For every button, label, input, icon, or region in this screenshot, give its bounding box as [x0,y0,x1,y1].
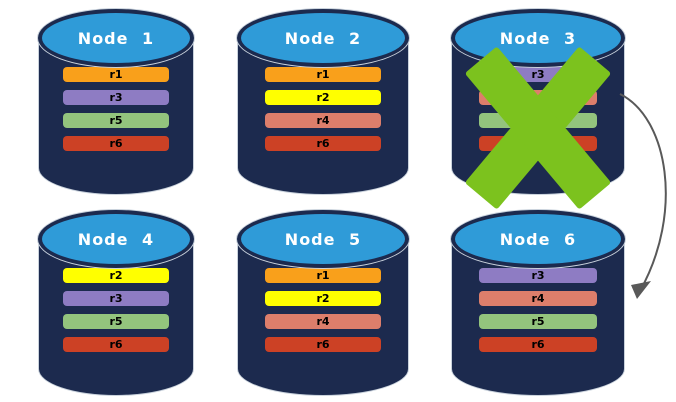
replica-row-r6: r6 [62,337,170,352]
replica-row-r3: r3 [478,67,598,82]
node-4: r2 r3 r5 r6 Node 4 [38,210,194,396]
replica-row-r2: r2 [62,268,170,283]
replica-row-r6: r6 [264,337,382,352]
replica-row-r5: r5 [478,113,598,128]
node-5: r1 r2 r4 r6 Node 5 [237,210,409,396]
replica-row-r6: r6 [264,136,382,151]
replica-row-r6: r6 [62,136,170,151]
replica-row-list: r3 r4 r5 r6 [478,67,598,151]
cylinder-top: Node 2 [237,9,409,67]
replica-row-r2: r2 [264,291,382,306]
replica-row-r4: r4 [478,90,598,105]
replica-row-r1: r1 [62,67,170,82]
node-2: r1 r2 r4 r6 Node 2 [237,9,409,195]
replica-row-list: r1 r2 r4 r6 [264,67,382,151]
replica-row-list: r3 r4 r5 r6 [478,268,598,352]
replica-row-r5: r5 [478,314,598,329]
replica-row-r6: r6 [478,136,598,151]
replica-row-r3: r3 [478,268,598,283]
replica-row-r3: r3 [62,90,170,105]
node-title: Node 5 [284,229,362,249]
replica-row-r6: r6 [478,337,598,352]
node-3: r3 r4 r5 r6 Node 3 [451,9,625,210]
cylinder-top: Node 6 [451,210,625,268]
replica-row-r1: r1 [264,67,382,82]
replica-row-r5: r5 [62,314,170,329]
node-title: Node 3 [499,28,577,48]
node-6: r3 r4 r5 r6 Node 6 [451,210,625,396]
replica-row-r4: r4 [478,291,598,306]
replica-row-r4: r4 [264,314,382,329]
cylinder-top: Node 5 [237,210,409,268]
node-title: Node 4 [77,229,155,249]
replica-row-r4: r4 [264,113,382,128]
node-title: Node 6 [499,229,577,249]
replica-row-r5: r5 [62,113,170,128]
replica-row-r1: r1 [264,268,382,283]
cylinder-top: Node 3 [451,9,625,67]
replica-row-r2: r2 [264,90,382,105]
node-title: Node 2 [284,28,362,48]
cylinder-top: Node 4 [38,210,194,268]
replica-row-list: r1 r2 r4 r6 [264,268,382,352]
replica-row-r3: r3 [62,291,170,306]
replica-row-list: r1 r3 r5 r6 [62,67,170,151]
node-1: r1 r3 r5 r6 Node 1 [38,9,194,195]
cylinder-top: Node 1 [38,9,194,67]
node-title: Node 1 [77,28,155,48]
replica-row-list: r2 r3 r5 r6 [62,268,170,352]
